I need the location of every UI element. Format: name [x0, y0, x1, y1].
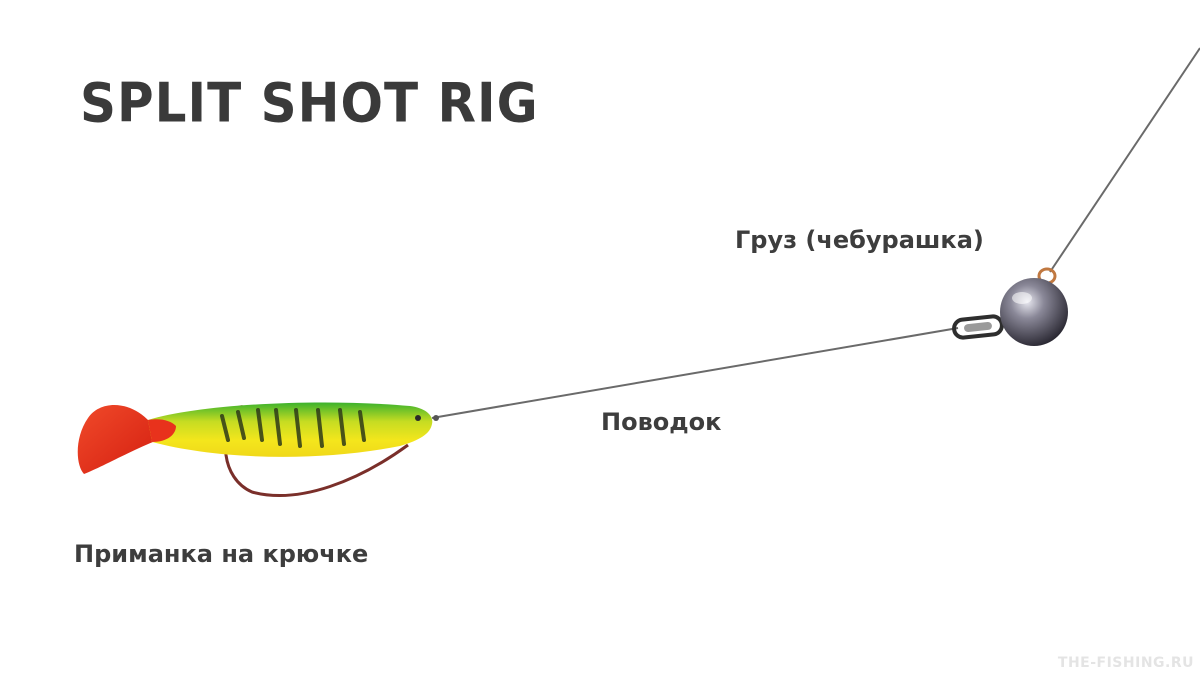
- diagram-title: SPLIT SHOT RIG: [80, 72, 539, 135]
- lure-icon: [77, 402, 433, 474]
- leader-line: [431, 327, 959, 419]
- bait-label: Приманка на крючке: [74, 540, 369, 568]
- watermark: THE-FISHING.RU: [1057, 655, 1194, 671]
- leader-label: Поводок: [601, 408, 722, 436]
- sinker-weight-icon: [1000, 278, 1068, 346]
- weight-label: Груз (чебурашка): [735, 226, 984, 254]
- swivel-icon: [952, 314, 1004, 340]
- lure-eye-knot: [433, 415, 439, 421]
- main-line: [1049, 47, 1200, 273]
